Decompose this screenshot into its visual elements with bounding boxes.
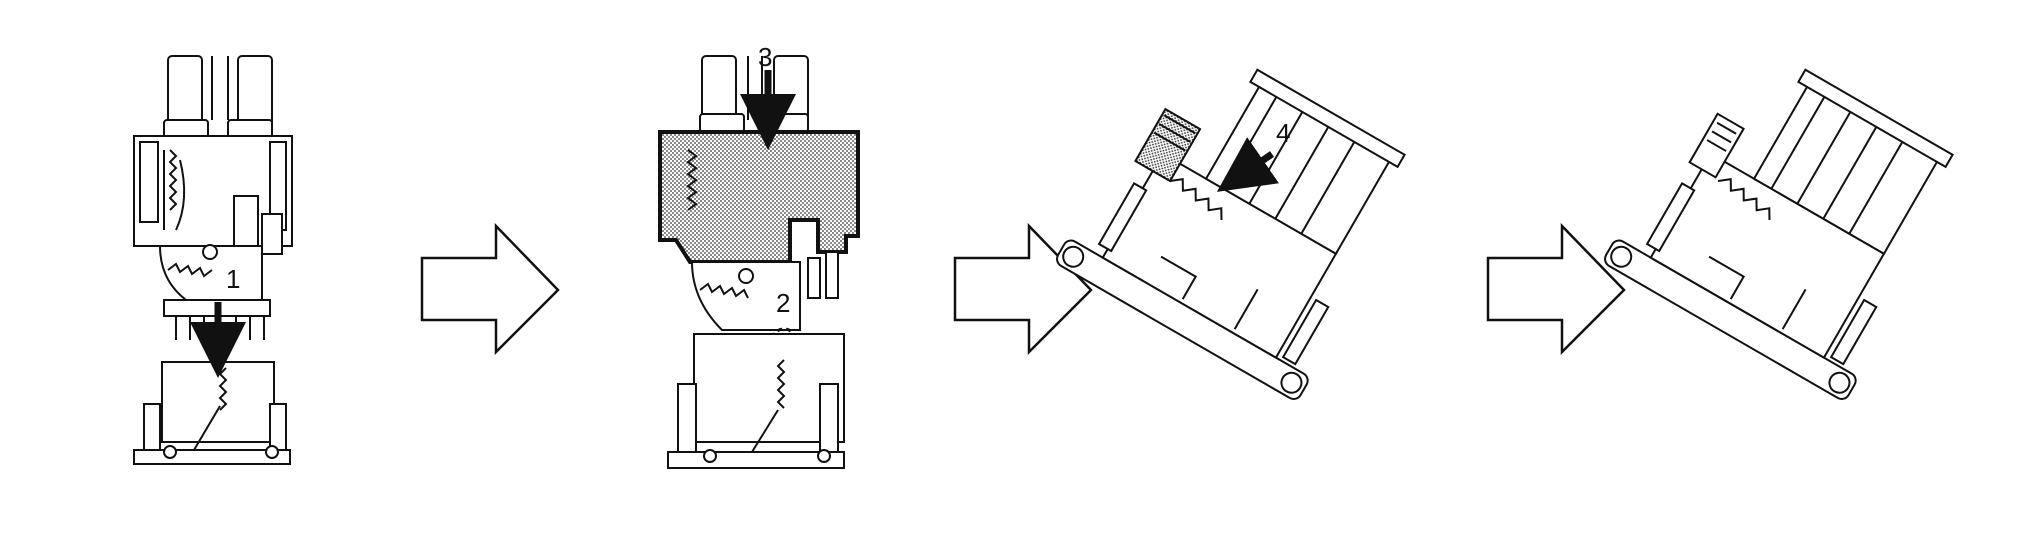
step-panel-3	[1056, 68, 1406, 400]
step-number-2: 2	[776, 288, 790, 318]
step-panel-1	[133, 55, 293, 465]
flow-arrow-1	[420, 222, 560, 356]
step-number-3: 3	[758, 42, 772, 72]
step-number-1: 1	[226, 264, 240, 294]
push-arrow-4	[1216, 137, 1279, 192]
step-panel-4	[1604, 68, 1954, 400]
step-number-4: 4	[1276, 118, 1290, 148]
flow-arrow-3	[1486, 222, 1626, 356]
step-panel-2	[658, 55, 860, 469]
